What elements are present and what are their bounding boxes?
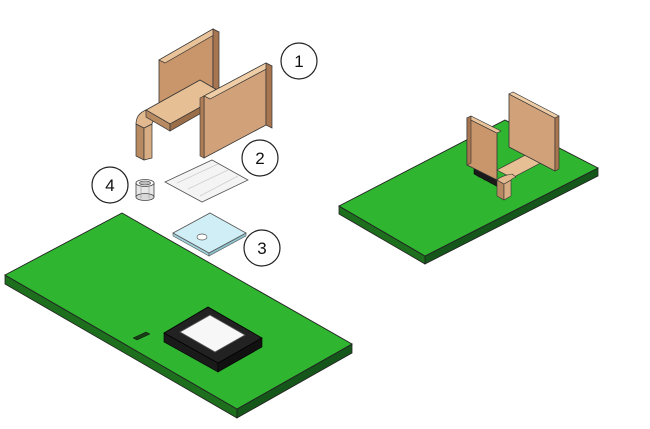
- heatsink-leg-side: [143, 123, 153, 161]
- callout-4-circle: [91, 166, 129, 204]
- callout-3-circle: [243, 229, 281, 267]
- callout-2: 2: [241, 139, 279, 177]
- callout-4-number: 4: [105, 176, 114, 195]
- assembled-front-wall-edge: [554, 115, 560, 172]
- callout-4: 4: [91, 166, 129, 204]
- film-line-3: [199, 175, 239, 197]
- pcb-left-top: [4, 212, 353, 410]
- thermal-pad-hole: [196, 233, 208, 241]
- insulating-film: [164, 159, 249, 203]
- film-line-2: [187, 169, 229, 190]
- ic-exposed-pad: [179, 314, 246, 353]
- film-line-1: [176, 163, 219, 184]
- callout-1: 1: [280, 42, 318, 80]
- heatsink-front-wall-edge: [265, 62, 273, 129]
- heatsink-front-wall-inner: [199, 95, 205, 159]
- callout-3-number: 3: [257, 239, 266, 258]
- assembled-leg-bend: [496, 173, 517, 185]
- callout-1-number: 1: [294, 52, 303, 71]
- pcb-slot-mark: [132, 331, 151, 341]
- ic-package: [163, 306, 263, 373]
- heatsink-back-wall-edge: [212, 28, 220, 92]
- callout-2-circle: [241, 139, 279, 177]
- thermal-pad-top: [172, 212, 247, 254]
- spacer-ring: [135, 179, 155, 201]
- spacer-ring-bore: [139, 180, 151, 186]
- spacer-ring-bottom: [135, 193, 155, 201]
- thermal-pad: [172, 212, 247, 257]
- callout-3: 3: [243, 229, 281, 267]
- pcb-board-left: [4, 212, 353, 419]
- copper-heatsink-exploded: [135, 28, 273, 161]
- callout-2-number: 2: [255, 149, 264, 168]
- assembled-back-wall-edge: [466, 115, 472, 166]
- heatsink-leg-front: [135, 123, 145, 161]
- callout-1-circle: [280, 42, 318, 80]
- copper-heatsink-assembled: [466, 91, 560, 201]
- film-top: [164, 159, 249, 203]
